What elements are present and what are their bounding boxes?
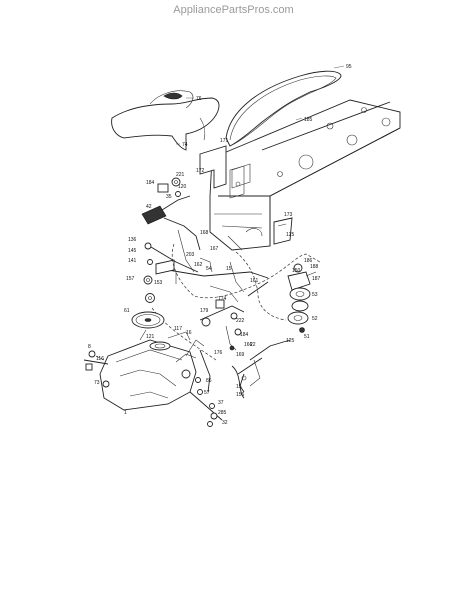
callout-8: 8 [88,344,91,350]
callout-169: 169 [236,352,245,358]
transaxle[interactable] [83,329,223,421]
callout-168: 168 [200,230,209,236]
callout-179: 179 [200,308,209,314]
callout-1: 1 [124,410,127,416]
callout-57: 57 [204,390,210,396]
callout-153: 153 [154,280,163,286]
callout-16: 16 [186,330,192,336]
callout-167: 167 [210,246,219,252]
callout-157: 157 [126,276,135,282]
callout-222: 222 [236,318,245,324]
drive-belt[interactable] [225,70,342,147]
callout-35: 35 [166,194,172,200]
watermark: AppliancePartsPros.com [173,4,294,16]
callout-51: 51 [304,334,310,340]
callout-76: 76 [196,96,202,102]
callout-73: 73 [94,380,100,386]
brake-pedal[interactable] [141,195,201,273]
callout-117: 117 [174,326,182,332]
callout-74: 74 [182,142,188,148]
callout-184: 184 [146,180,155,186]
callout-184-lower: 184 [240,332,249,338]
belt-routing [151,243,321,361]
callout-221: 221 [176,172,185,178]
callout-173: 173 [284,212,293,218]
callout-54: 54 [206,266,212,272]
callout-186: 186 [304,258,313,264]
axle-hardware-right[interactable] [207,403,218,427]
callout-141: 141 [128,258,137,264]
pedal-linkage[interactable] [167,331,211,395]
transmission-pulley[interactable] [131,311,165,329]
callout-52: 52 [312,316,318,322]
shift-rod[interactable] [237,339,291,393]
axle-parts-left[interactable] [85,350,110,388]
callout-116: 116 [96,356,104,362]
callout-121: 121 [146,334,155,340]
linkage-rods[interactable] [145,243,269,303]
callout-203: 203 [186,252,195,258]
callout-188: 188 [310,264,319,270]
callout-125-lower: 125 [286,338,295,344]
callout-185: 185 [304,117,313,123]
callout-285: 285 [218,410,227,416]
callout-145: 145 [128,248,137,254]
callout-15: 15 [226,266,232,272]
idler-pulleys[interactable] [287,263,317,333]
callout-172: 172 [196,168,205,174]
callout-61: 61 [124,308,130,314]
callout-125: 125 [286,232,295,238]
callout-95: 95 [346,64,352,70]
callout-120: 120 [178,184,187,190]
fender[interactable] [111,90,220,151]
callout-32: 32 [222,420,228,426]
callout-171: 171 [220,138,229,144]
bushing-parts[interactable] [157,177,181,197]
callout-22: 22 [250,342,256,348]
callout-136: 136 [128,237,137,243]
callout-150: 150 [292,268,301,274]
brake-rod[interactable] [231,359,261,399]
callout-166: 166 [244,342,253,348]
callout-161: 161 [250,278,259,284]
callout-156: 156 [236,392,245,398]
bracket-173[interactable] [273,217,293,245]
callout-37: 37 [218,400,224,406]
frame[interactable] [209,99,401,251]
callout-42: 42 [146,204,152,210]
callout-176: 176 [214,350,223,356]
callout-162: 162 [194,262,203,268]
callout-187: 187 [312,276,321,282]
steering-bracket[interactable] [199,145,245,199]
clutch-arm[interactable] [199,299,245,351]
callout-53: 53 [312,292,318,298]
washer-parts[interactable] [143,242,175,303]
callout-86: 86 [206,378,212,384]
callout-15-lower: 15 [236,384,242,390]
callout-174: 174 [218,296,227,302]
callout-labels: 95 76 74 185 171 172 221 184 120 35 42 1… [88,64,352,426]
